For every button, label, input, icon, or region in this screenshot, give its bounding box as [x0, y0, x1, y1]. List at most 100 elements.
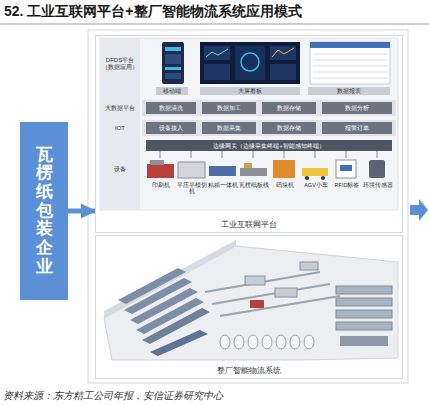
equipment-icons — [178, 162, 205, 178]
node-text: 数据存储 — [277, 125, 301, 131]
platform-background — [142, 100, 396, 116]
equipment-icons — [346, 151, 347, 158]
screen-thumbnails — [200, 42, 300, 84]
equipment-label: AGV小车 — [301, 182, 331, 188]
node-text: 工业互联网平台 — [96, 219, 402, 230]
factory-illustration — [104, 240, 398, 360]
platform-background — [100, 38, 140, 210]
screen-thumbnails — [165, 73, 181, 79]
screen-thumbnails — [310, 42, 390, 48]
equipment-icons — [302, 168, 328, 176]
enterprise-box: 瓦楞纸包装企业 — [20, 122, 68, 300]
factory-illustration — [336, 310, 392, 318]
layer-label: 大数据平台 — [100, 105, 140, 112]
equipment-icons — [336, 160, 356, 178]
exit-arrow — [410, 199, 428, 221]
node-text: 设备接入 — [159, 125, 183, 131]
screen-thumbnails — [313, 60, 387, 61]
factory-illustration — [300, 262, 318, 270]
factory-illustration — [304, 335, 314, 349]
factory-illustration — [290, 335, 300, 349]
module-box: 数据加工 — [202, 102, 256, 114]
outer-panel — [88, 30, 408, 383]
node-text: 数据清洗 — [159, 105, 183, 111]
screen-thumbnails — [200, 87, 300, 95]
factory-illustration — [220, 296, 340, 316]
equipment-label: 环境传感器 — [363, 182, 393, 188]
screen-thumbnails — [313, 72, 387, 73]
screen-thumbnails — [313, 78, 387, 79]
layer-label: 数据报表 — [308, 88, 390, 95]
platform-background — [100, 38, 398, 210]
equipment-label: RFID标签 — [332, 182, 362, 188]
figure-title: 52. 工业互联网平台+整厂智能物流系统应用模式 — [4, 3, 302, 21]
screen-thumbnails — [156, 42, 390, 95]
factory-illustration — [275, 288, 297, 297]
title-rule — [0, 24, 429, 25]
layer-label: 设备 — [100, 166, 140, 173]
equipment-icons — [240, 168, 267, 176]
equipment-icons — [222, 151, 223, 158]
system-panel: 工业互联网平台数据清洗数据加工数据存储数据分析设备接入数据采集数据存储报警订单边… — [96, 36, 402, 232]
screen-thumbnails — [310, 42, 390, 84]
node-text: 数据分析 — [345, 105, 369, 111]
layer-label: 大屏看板 — [200, 88, 300, 95]
layer-label: 移动端 — [156, 88, 188, 95]
platform-background — [142, 120, 396, 136]
module-box: 数据存储 — [262, 102, 316, 114]
module-box: 数据存储 — [262, 122, 316, 134]
node-text: 数据存储 — [277, 105, 301, 111]
screen-thumbnails — [241, 53, 259, 71]
equipment-icons — [284, 151, 285, 158]
equipment-icons — [160, 151, 161, 158]
module-box: 数据清洗 — [146, 102, 196, 114]
title-rule — [0, 24, 429, 25]
factory-illustration — [336, 322, 392, 330]
outer-panel — [88, 30, 408, 383]
screen-thumbnails — [204, 64, 230, 80]
screen-thumbnails — [313, 66, 387, 67]
node-text: 边缘网关（边缘采集终端+智能感知终端） — [213, 143, 325, 149]
screen-thumbnails — [235, 46, 265, 80]
source-note: 资料来源：东方精工公司年报，安信证券研究中心 — [3, 389, 223, 403]
equipment-icons — [305, 176, 309, 180]
factory-illustration — [250, 300, 264, 308]
gateway-bar: 边缘网关（边缘采集终端+智能感知终端） — [146, 140, 392, 151]
equipment-icons — [147, 151, 385, 180]
equipment-label: 粘箱一体机 — [208, 182, 238, 188]
factory-illustration — [245, 276, 265, 285]
factory-illustration — [142, 308, 210, 344]
equipment-icons — [150, 160, 164, 165]
equipment-label: 平压平模切机 — [177, 182, 207, 195]
platform-background — [100, 38, 398, 210]
factory-illustration — [150, 330, 208, 356]
screen-thumbnails — [162, 42, 184, 84]
screen-thumbnails — [308, 87, 390, 95]
equipment-label: 码垛机 — [270, 182, 300, 188]
screen-thumbnails — [165, 47, 181, 51]
module-box: 设备接入 — [146, 122, 196, 134]
node-text: 数据采集 — [217, 125, 241, 131]
equipment-icons — [244, 163, 252, 168]
exit-arrow — [410, 199, 428, 221]
node-text: 报警订单 — [345, 125, 369, 131]
module-box: 数据分析 — [322, 102, 392, 114]
screen-thumbnails — [272, 48, 294, 57]
factory-illustration — [336, 286, 392, 294]
factory-illustration — [276, 335, 286, 349]
equipment-icons — [191, 151, 192, 158]
node-text: 瓦楞纸包装企业 — [36, 146, 53, 277]
screen-thumbnails — [156, 87, 188, 95]
module-box: 报警订单 — [322, 122, 392, 134]
layer-label: DFDS平台（数据应用） — [100, 57, 140, 71]
factory-illustration — [262, 335, 272, 349]
node-text: 数据加工 — [217, 105, 241, 111]
screen-thumbnails — [270, 64, 296, 80]
equipment-icons — [273, 160, 295, 178]
screen-thumbnails — [206, 49, 228, 57]
screen-thumbnails — [165, 67, 181, 70]
system-panel: 整厂智能物流系统 — [96, 236, 402, 378]
factory-illustration — [340, 336, 388, 346]
equipment-icons — [340, 165, 352, 171]
screen-thumbnails — [165, 54, 181, 64]
